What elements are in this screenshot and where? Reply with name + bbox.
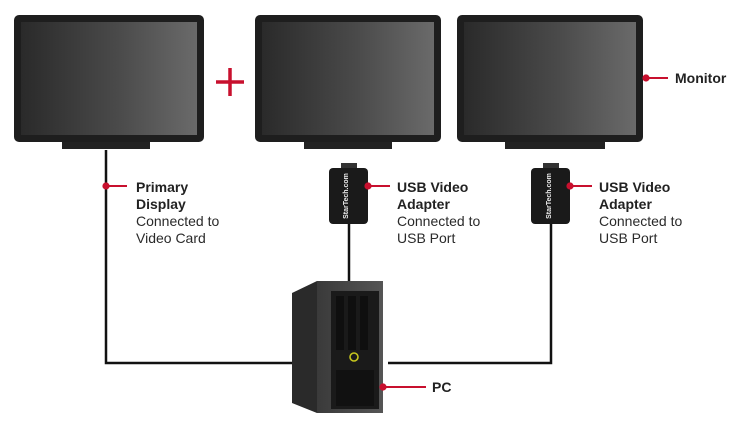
usb-video-adapter-1: StarTech.com xyxy=(329,163,368,224)
usb-adapter-2-title-line-2: Adapter xyxy=(599,196,652,212)
secondary-monitor-2 xyxy=(457,15,643,149)
usb-adapter-1-desc-line-2: USB Port xyxy=(397,230,456,246)
usb-adapter-1-title-line-1: USB Video xyxy=(397,179,469,195)
usb-adapter-1-desc-line-1: Connected to xyxy=(397,213,481,229)
monitor-label: Monitor xyxy=(675,70,727,86)
cable-adapter-2 xyxy=(388,224,553,365)
cables xyxy=(104,150,553,365)
primary-display-title-line-1: Primary xyxy=(136,179,189,195)
usb-adapter-2-desc-line-2: USB Port xyxy=(599,230,658,246)
primary-monitor xyxy=(14,15,204,149)
usb-adapter-2-label: USB Video Adapter Connected to USB Port xyxy=(599,179,682,247)
usb-adapter-1-title-line-2: Adapter xyxy=(397,196,450,212)
usb-adapter-2-desc-line-1: Connected to xyxy=(599,213,683,229)
pc-label: PC xyxy=(432,379,452,395)
primary-display-desc-line-2: Video Card xyxy=(136,230,206,246)
primary-display-desc-line-1: Connected to xyxy=(136,213,220,229)
usb-video-adapter-2: StarTech.com xyxy=(531,163,570,224)
usb-adapter-1-label: USB Video Adapter Connected to USB Port xyxy=(397,179,480,247)
callout-leaders xyxy=(102,74,668,391)
usb-adapter-2-title-line-1: USB Video xyxy=(599,179,671,195)
plus-icon xyxy=(216,68,244,96)
primary-display-label: Primary Display Connected to Video Card xyxy=(136,179,219,247)
pc-tower xyxy=(292,281,383,413)
adapter-brand-logo: StarTech.com xyxy=(343,173,350,219)
secondary-monitor-1 xyxy=(255,15,441,149)
cable-primary-display xyxy=(104,150,292,365)
power-button-icon xyxy=(349,352,359,362)
primary-display-title-line-2: Display xyxy=(136,196,186,212)
adapter-brand-logo: StarTech.com xyxy=(546,173,553,219)
